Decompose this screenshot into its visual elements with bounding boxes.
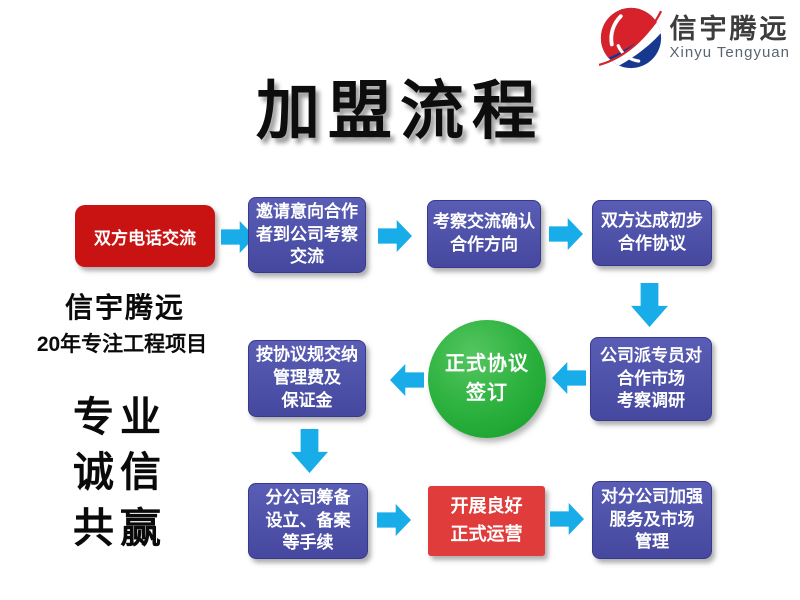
arrow-right-icon xyxy=(378,220,412,252)
arrow-left-icon xyxy=(390,364,424,396)
page-title: 加盟流程 xyxy=(256,75,544,147)
logo-name-cn: 信宇腾远 xyxy=(669,13,790,44)
arrow-down-icon xyxy=(631,283,668,327)
sidebar-brand-name: 信宇腾远 xyxy=(64,292,185,323)
flow-step-sign-agreement: 正式协议 签订 xyxy=(428,320,546,438)
company-logo: 信宇腾远 Xinyu Tengyuan xyxy=(598,6,790,70)
arrow-right-icon xyxy=(550,503,584,535)
arrow-left-icon xyxy=(552,362,586,394)
arrow-down-icon xyxy=(291,429,328,473)
flow-step-branch-setup: 分公司筹备 设立、备案 等手续 xyxy=(248,483,368,559)
sidebar-tagline: 20年专注工程项目 xyxy=(36,333,208,356)
flow-step-phone-communication: 双方电话交流 xyxy=(75,205,215,267)
flow-step-ongoing-support: 对分公司加强 服务及市场 管理 xyxy=(592,481,712,559)
logo-text: 信宇腾远 Xinyu Tengyuan xyxy=(669,13,790,61)
sphere-logo-icon xyxy=(598,7,662,69)
flow-step-invite-visit: 邀请意向合作 者到公司考察 交流 xyxy=(248,197,366,273)
sidebar-value-3: 共赢 xyxy=(73,505,167,551)
flow-step-initial-agreement: 双方达成初步 合作协议 xyxy=(592,200,712,266)
flow-step-confirm-direction: 考察交流确认 合作方向 xyxy=(427,200,541,268)
flow-step-market-research: 公司派专员对 合作市场 考察调研 xyxy=(590,337,712,421)
flow-step-formal-operation: 开展良好 正式运营 xyxy=(428,486,545,556)
arrow-right-icon xyxy=(377,504,411,536)
sidebar-value-1: 专业 xyxy=(73,394,167,440)
sidebar-value-2: 诚信 xyxy=(73,449,167,495)
flow-step-pay-fees: 按协议规交纳 管理费及 保证金 xyxy=(248,340,366,417)
arrow-right-icon xyxy=(549,218,583,250)
logo-name-en: Xinyu Tengyuan xyxy=(669,43,790,61)
